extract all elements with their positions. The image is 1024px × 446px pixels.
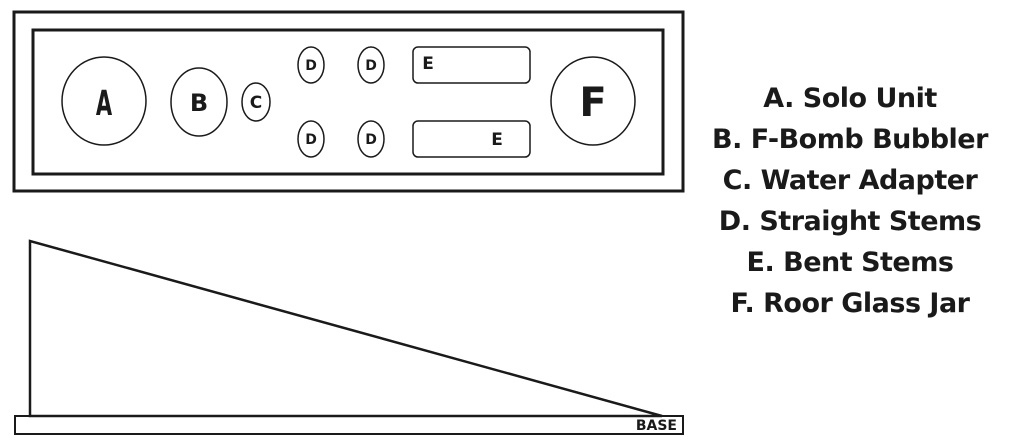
slot-straight-stem-1: D [297, 46, 325, 84]
slot-label-straight-stem: D [305, 132, 317, 148]
legend-item-bubbler: B. F-Bomb Bubbler [712, 124, 988, 155]
slot-label-bubbler: B [190, 89, 208, 117]
tray-inner-frame [31, 28, 665, 176]
slot-straight-stem-2: D [357, 46, 385, 84]
legend-item-jar: F. Roor Glass Jar [730, 288, 971, 319]
slot-label-water-adapter: C [250, 93, 262, 113]
slot-label-bent-stem: E [491, 130, 503, 150]
slot-label-straight-stem: D [365, 58, 377, 74]
slot-bubbler: B [170, 67, 228, 137]
slot-bent-stem-1: E [412, 46, 531, 84]
slot-water-adapter: C [241, 82, 271, 122]
slot-label-solo-unit: A [96, 82, 112, 123]
layout-diagram: A B C D D D D E E F BASE [12, 10, 685, 435]
legend-item-bent-stems: E. Bent Stems [746, 247, 954, 278]
slot-solo-unit: A [61, 56, 147, 146]
parts-legend: A. Solo Unit B. F-Bomb Bubbler C. Water … [690, 78, 1010, 324]
wedge-side-view [28, 239, 663, 418]
legend-item-water-adapter: C. Water Adapter [722, 165, 978, 196]
legend-item-straight-stems: D. Straight Stems [718, 206, 982, 237]
slot-label-straight-stem: D [365, 132, 377, 148]
legend-item-solo-unit: A. Solo Unit [763, 83, 937, 114]
slot-straight-stem-3: D [297, 120, 325, 158]
tray-outer-frame [12, 10, 685, 193]
slot-straight-stem-4: D [357, 120, 385, 158]
slot-label-straight-stem: D [305, 58, 317, 74]
slot-bent-stem-2: E [412, 120, 531, 158]
base-bar [14, 415, 684, 435]
slot-label-bent-stem: E [422, 54, 434, 74]
base-label: BASE [636, 418, 677, 434]
slot-label-jar: F [579, 80, 606, 126]
slot-jar: F [550, 56, 636, 146]
